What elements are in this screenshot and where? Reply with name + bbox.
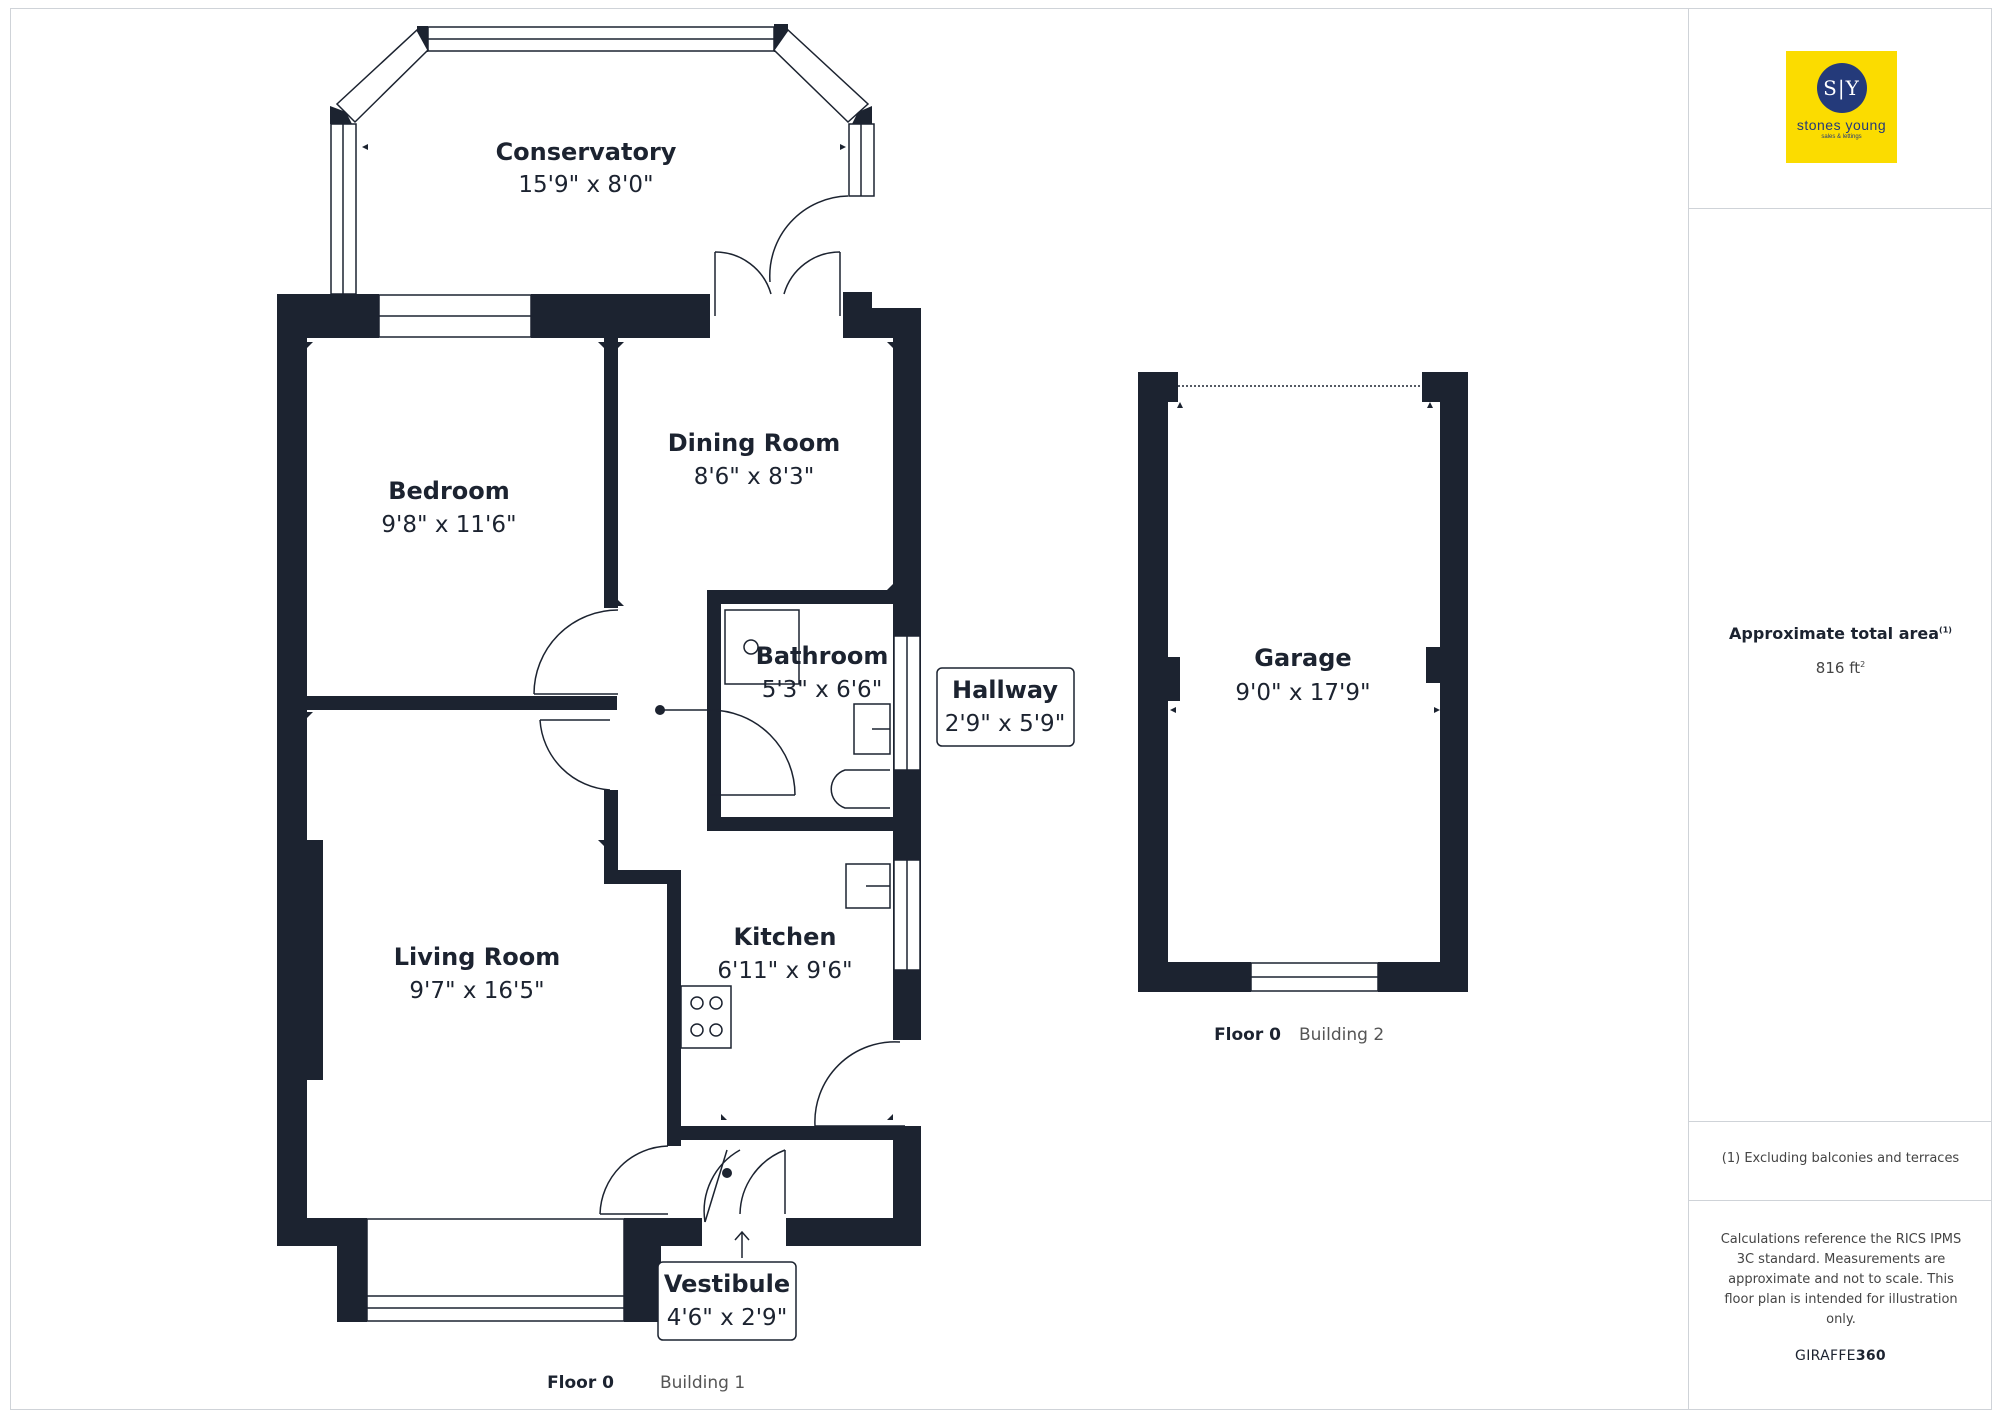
bedroom-living-wall	[307, 696, 617, 710]
vestibule-label-box	[657, 1261, 797, 1341]
area-footnote: (1) Excluding balconies and terraces	[1721, 1151, 1960, 1166]
kitchen-east-wall	[893, 970, 921, 1040]
conservatory-dims: 15'9" x 8'0"	[518, 172, 653, 198]
agency-logo: S|Y stones young sales & lettings	[1786, 51, 1897, 163]
giraffe360-mark: GIRAFFE360	[1795, 1348, 1886, 1364]
vestibule-name: Vestibule	[664, 1270, 790, 1298]
shower-tray	[724, 609, 800, 685]
living-room-dims: 9'7" x 16'5"	[409, 978, 544, 1004]
kitchen-dims: 6'11" x 9'6"	[717, 958, 852, 984]
conservatory-nw-window	[335, 28, 429, 124]
north-wall-west	[277, 294, 379, 338]
room-labels: Conservatory 15'9" x 8'0" Bedroom 9'8" x…	[381, 138, 1371, 1341]
bathroom-name: Bathroom	[756, 642, 889, 670]
bathroom-south-wall	[707, 817, 893, 831]
building-1-doors	[533, 195, 905, 1258]
plan-frame	[10, 8, 1992, 1410]
garage-south-wall-east	[1378, 962, 1468, 992]
west-wall	[277, 310, 307, 1246]
hallway-name: Hallway	[952, 676, 1058, 704]
dining-room-name: Dining Room	[668, 429, 841, 457]
floor-captions: Floor 0 Building 1 Floor 0 Building 2	[547, 1025, 1384, 1393]
building-2-name: Building 2	[1299, 1025, 1384, 1045]
floor-plan: Conservatory 15'9" x 8'0" Bedroom 9'8" x…	[277, 24, 1468, 1393]
sidebar-divider	[1689, 1200, 1992, 1201]
vestibule-dims: 4'6" x 2'9"	[667, 1305, 788, 1331]
north-wall-mid	[531, 294, 710, 338]
garage-name: Garage	[1254, 644, 1351, 672]
sidebar-divider	[1689, 1121, 1992, 1122]
sidebar-divider	[1689, 208, 1992, 209]
bedroom-name: Bedroom	[388, 477, 510, 505]
building-2-floor: Floor 0	[1214, 1025, 1281, 1045]
logo-tagline: sales & lettings	[1821, 134, 1862, 140]
toilet	[830, 769, 890, 809]
building-1-windows	[366, 294, 921, 1322]
garage-west-wall	[1138, 372, 1168, 992]
garage-south-wall-west	[1138, 962, 1251, 992]
garage-walls	[1138, 372, 1468, 992]
hallway-label-box	[936, 667, 1075, 747]
bay-east-wall	[624, 1218, 661, 1322]
dimension-ticks	[307, 144, 1440, 1120]
area-label: Approximate total area(1)	[1729, 624, 1952, 643]
info-sidebar: S|Y stones young sales & lettings Approx…	[1688, 8, 1992, 1410]
conservatory-ne-window	[773, 28, 870, 124]
building-1-floor: Floor 0	[547, 1373, 614, 1393]
garage-east-pier	[1426, 647, 1440, 683]
logo-monogram: S|Y	[1816, 63, 1867, 113]
bathroom-dims: 5'3" x 6'6"	[762, 677, 883, 703]
garage-east-wall	[1440, 372, 1468, 992]
logo-brand: stones young	[1796, 117, 1887, 133]
disclaimer-text: Calculations reference the RICS IPMS 3C …	[1720, 1232, 1962, 1327]
kitchen-hob	[680, 985, 732, 1049]
conservatory-frame	[330, 24, 875, 295]
bay-west-wall	[337, 1218, 367, 1322]
hallway-dims: 2'9" x 5'9"	[945, 711, 1066, 737]
living-kitchen-wall	[667, 870, 681, 1146]
kitchen-south-wall	[667, 1126, 921, 1140]
living-room-name: Living Room	[394, 943, 560, 971]
living-chimney-breast	[307, 840, 323, 1080]
garage-west-pier	[1168, 657, 1180, 701]
building-1-name: Building 1	[660, 1373, 745, 1393]
living-bay-window	[366, 1218, 625, 1322]
bedroom-dining-wall	[604, 338, 618, 608]
bathroom-north-wall	[707, 590, 893, 604]
garage-dims: 9'0" x 17'9"	[1235, 680, 1370, 706]
vestibule-south-wall-east	[786, 1218, 921, 1246]
fixtures	[680, 609, 891, 1049]
conservatory-name: Conservatory	[496, 138, 677, 166]
living-kitchen-step	[604, 870, 681, 884]
conservatory-door-swing	[769, 195, 849, 283]
bedroom-dims: 9'8" x 11'6"	[381, 512, 516, 538]
kitchen-name: Kitchen	[734, 923, 837, 951]
dining-room-dims: 8'6" x 8'3"	[694, 464, 815, 490]
living-hall-wall-a	[604, 790, 618, 883]
area-value: 816 ft2	[1815, 659, 1866, 677]
